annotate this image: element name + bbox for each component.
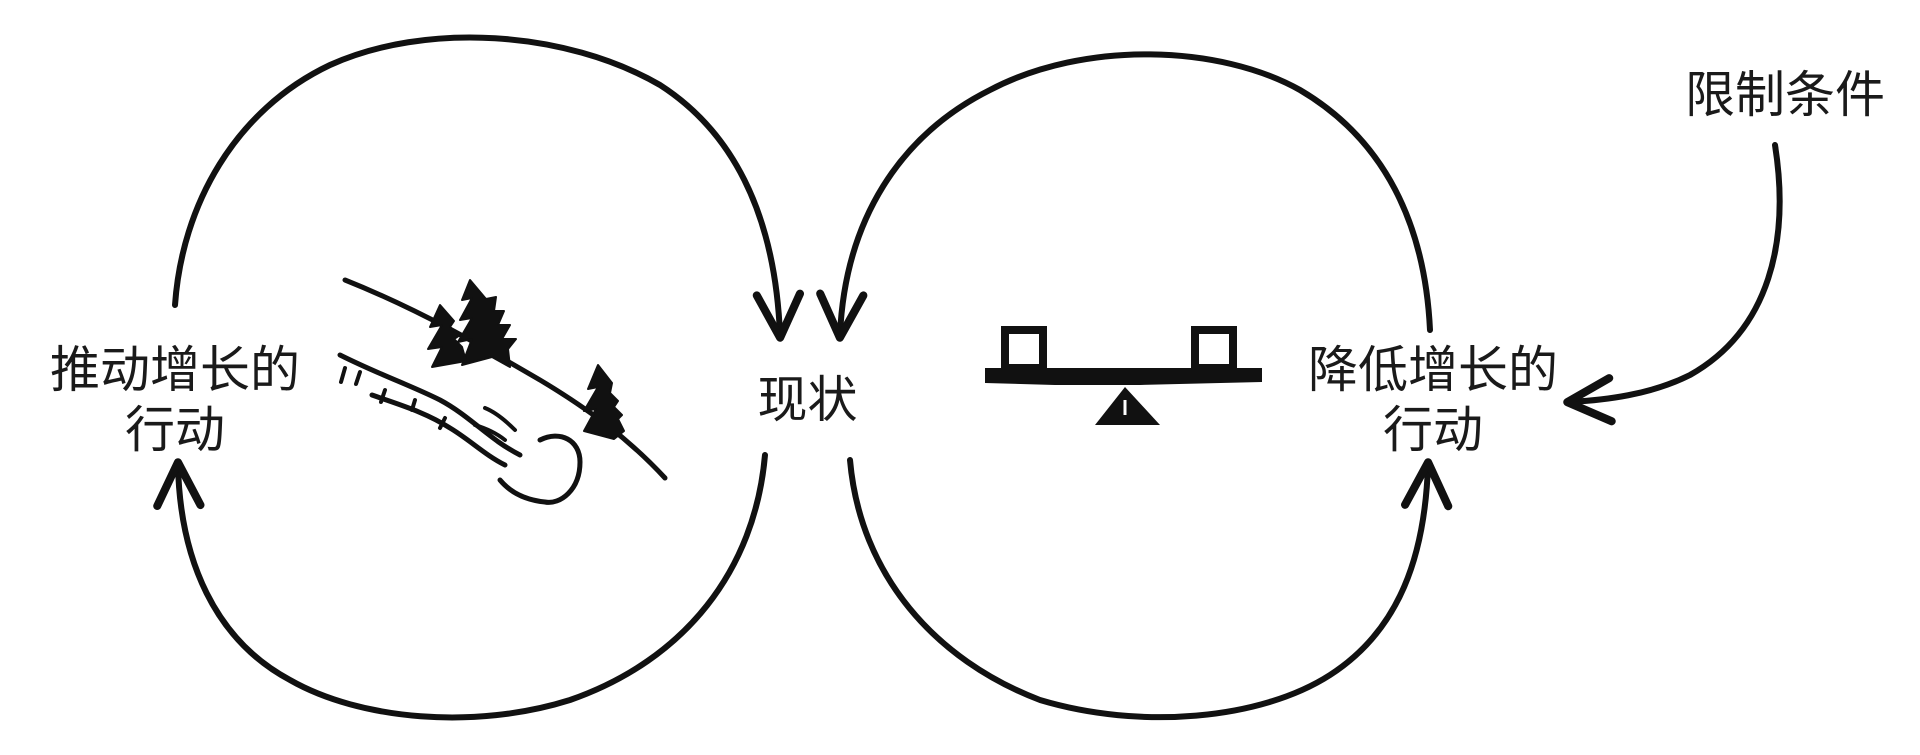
- limiting-condition-label: 限制条件: [1670, 65, 1900, 125]
- seesaw-balance-icon: [985, 326, 1262, 425]
- reinforcing-action-label: 推动增长的 行动: [40, 340, 310, 460]
- left-loop-top-arrow: [172, 34, 805, 342]
- balancing-action-label: 降低增长的 行动: [1298, 340, 1568, 460]
- balancing-action-line2: 行动: [1383, 401, 1483, 459]
- reinforcing-action-line1: 推动增长的: [50, 341, 300, 399]
- reinforcing-action-line2: 行动: [125, 401, 225, 459]
- right-loop-top-arrow: [816, 51, 1433, 342]
- current-state-label: 现状: [745, 370, 870, 430]
- right-loop-bottom-arrow: [847, 457, 1453, 721]
- left-loop-bottom-arrow: [153, 452, 768, 721]
- balancing-action-line1: 降低增长的: [1308, 341, 1558, 399]
- snowball-rolling-downhill-icon: [337, 277, 668, 505]
- current-state-text: 现状: [757, 371, 858, 429]
- limiting-condition-text: 限制条件: [1685, 66, 1885, 124]
- limiting-condition-arrow: [1563, 142, 1783, 426]
